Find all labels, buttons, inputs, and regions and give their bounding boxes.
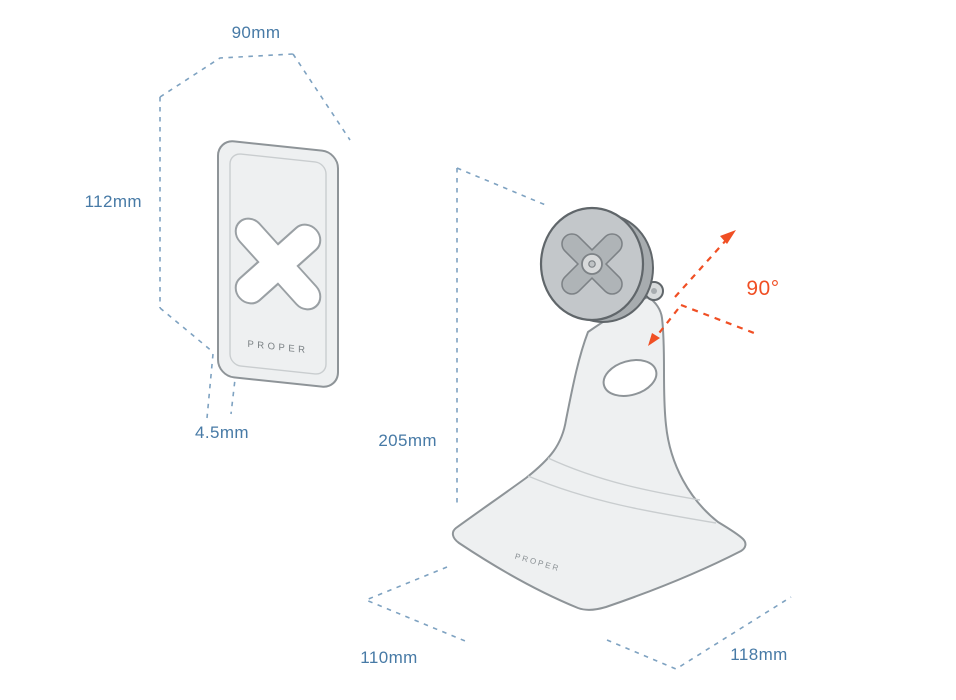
rotation-arrowhead-up — [720, 230, 736, 244]
dimension-labels: 90mm 112mm 4.5mm 205mm 110mm 118mm — [85, 23, 788, 667]
plate-height-label: 112mm — [85, 192, 142, 211]
plate-width-label: 90mm — [232, 23, 281, 42]
base-width-label: 110mm — [360, 648, 417, 667]
rotation-annotation: 90° — [648, 230, 779, 346]
stand-top-guide-line — [456, 167, 549, 207]
wall-plate-illustration: PROPER — [200, 140, 356, 388]
plate-depth-guide-line-right — [292, 53, 351, 141]
base-fold-line — [527, 475, 717, 524]
wall-plate-inner-line — [229, 153, 327, 375]
plate-thickness-guide-line-right — [230, 361, 238, 415]
disc-hub-dot — [588, 260, 596, 268]
stand-body — [451, 296, 747, 611]
rotation-arrowhead-down — [648, 333, 660, 346]
plate-depth-guide-line-bottom — [159, 307, 214, 353]
body-fold-line — [547, 457, 701, 501]
pivot-hinge-dot — [651, 288, 657, 294]
stand-height-label: 205mm — [378, 431, 437, 450]
cable-hole — [602, 359, 658, 397]
rotation-ray-right — [680, 303, 755, 335]
desk-stand-illustration: PROPER — [451, 206, 747, 611]
plate-thickness-label: 4.5mm — [195, 423, 249, 442]
rotation-ray-up — [674, 237, 729, 298]
base-depth-label: 118mm — [730, 645, 787, 664]
plate-thickness-guide-line-left — [206, 353, 214, 419]
plate-dimension-guides — [159, 53, 351, 419]
base-width-guide-line — [363, 566, 471, 644]
rotation-angle-label: 90° — [746, 277, 779, 300]
stand-dimension-guides — [363, 167, 792, 670]
rotation-ray-down — [655, 308, 679, 338]
plate-width-guide-line — [159, 53, 294, 98]
